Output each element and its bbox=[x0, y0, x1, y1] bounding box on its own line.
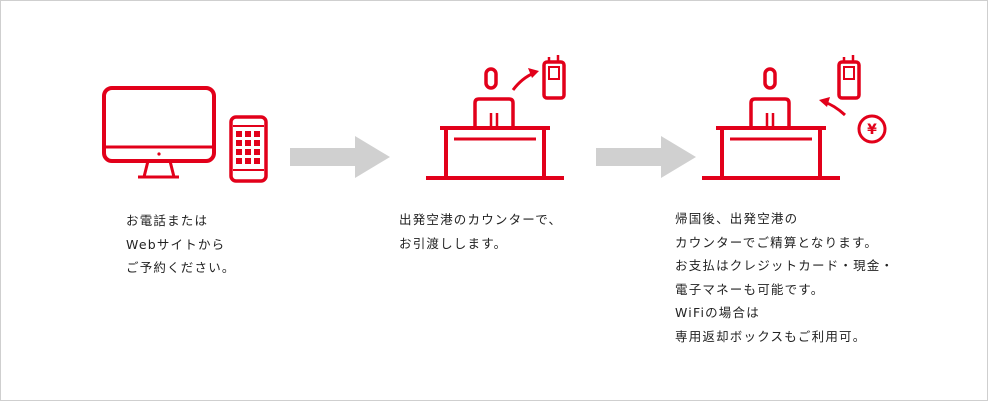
caption-line: カウンターでご精算となります。 bbox=[675, 234, 879, 250]
step-1-caption: お電話または Webサイトから ご予約ください。 bbox=[126, 209, 236, 280]
caption-line: 電子マネーも可能です。 bbox=[675, 281, 825, 297]
flow-arrow-1 bbox=[290, 136, 390, 178]
yen-symbol: ¥ bbox=[867, 122, 877, 138]
caption-line: お引渡しします。 bbox=[399, 235, 508, 251]
airport-counter-icon bbox=[426, 67, 564, 180]
flow-arrow-2 bbox=[596, 136, 696, 178]
smartphone-icon bbox=[229, 115, 268, 183]
return-router-arrow-icon bbox=[819, 97, 847, 117]
wifi-router-icon bbox=[837, 55, 861, 100]
caption-line: 帰国後、出発空港の bbox=[675, 211, 799, 226]
receive-router-arrow-icon bbox=[511, 68, 539, 91]
caption-line: WiFiの場合は bbox=[675, 305, 760, 320]
monitor-icon bbox=[102, 86, 216, 179]
airport-counter-icon bbox=[702, 67, 840, 180]
step-2-caption: 出発空港のカウンターで、 お引渡しします。 bbox=[399, 208, 562, 255]
caption-line: お支払はクレジットカード・現金・ bbox=[675, 258, 895, 273]
caption-line: ご予約ください。 bbox=[126, 260, 236, 275]
yen-coin-icon: ¥ bbox=[857, 114, 887, 144]
step-3-caption: 帰国後、出発空港の カウンターでご精算となります。 お支払はクレジットカード・現… bbox=[675, 207, 894, 348]
caption-line: 出発空港のカウンターで、 bbox=[399, 212, 563, 227]
caption-line: 専用返却ボックスもご利用可。 bbox=[675, 328, 867, 344]
wifi-router-icon bbox=[542, 55, 566, 100]
caption-line: お電話または bbox=[126, 213, 209, 228]
caption-line: Webサイトから bbox=[126, 236, 226, 252]
